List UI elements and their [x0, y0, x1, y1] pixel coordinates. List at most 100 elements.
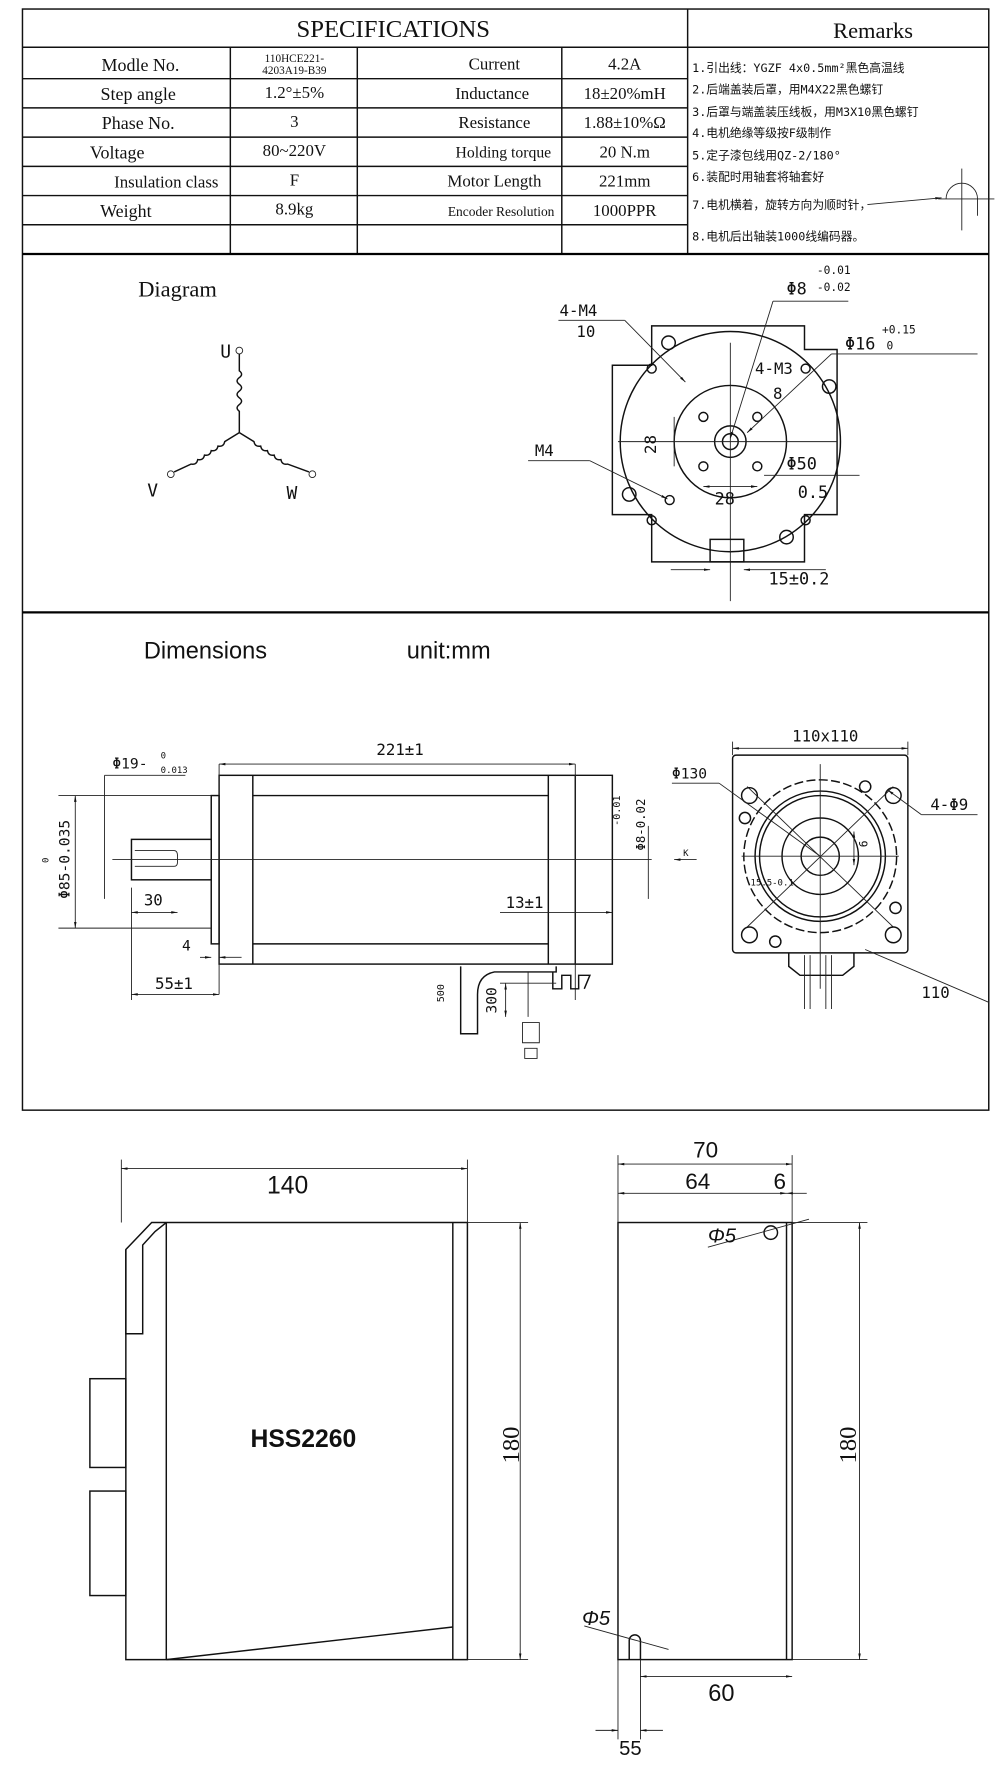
- dim-m4: M4: [535, 441, 554, 460]
- dim-driver-64: 64: [685, 1169, 710, 1194]
- spec-value: 1.88±10%Ω: [584, 113, 666, 132]
- dim-phi8-upper: -0.01: [817, 264, 851, 277]
- dim-phi85-upper: 0: [41, 858, 51, 863]
- phase-w-label: W: [287, 483, 298, 504]
- dim-lead: 110: [921, 983, 949, 1002]
- spec-value: 20 N.m: [599, 142, 650, 161]
- phase-v-label: V: [147, 481, 158, 502]
- dim-4-m4: 4-M4: [560, 301, 598, 320]
- spec-value: 8.9kg: [275, 200, 313, 219]
- dim-cable-500: 500: [436, 984, 447, 1002]
- spec-value: 221mm: [599, 172, 650, 191]
- dim-10: 10: [576, 322, 595, 341]
- spec-value: 110HCE221-: [265, 53, 325, 65]
- dim-8: 8: [773, 384, 782, 403]
- dim-0-5: 0.5: [798, 482, 828, 502]
- dim-phi130: Φ130: [672, 766, 707, 783]
- specifications-table: SPECIFICATIONS Modle No. 110HCE221- 4203…: [21, 8, 990, 1111]
- dim-phi16: Φ16: [845, 333, 875, 353]
- spec-label: Insulation class: [114, 173, 218, 192]
- dimensions-section: Dimensions unit:mm: [41, 637, 989, 1059]
- dim-phi19-lower: 0.013: [161, 766, 188, 776]
- diagram-title: Diagram: [138, 277, 217, 302]
- dim-28-vertical: 28: [641, 435, 660, 454]
- driver-side-view: [584, 1155, 868, 1740]
- dim-driver-55: 55: [619, 1738, 642, 1760]
- spec-label: Modle No.: [102, 55, 180, 75]
- dim-key-width: 15±0.2: [769, 568, 830, 588]
- remark-item: 6.装配时用轴套将轴套好: [692, 170, 824, 184]
- spec-label: Voltage: [90, 142, 145, 162]
- dim-driver-6: 6: [774, 1169, 787, 1194]
- spec-value: 3: [290, 112, 298, 131]
- dim-six: 6: [857, 840, 870, 847]
- spec-label: Current: [469, 55, 521, 74]
- remark-item: 3.后罩与端盖装压线板，用M3X10黑色螺钉: [692, 105, 919, 119]
- driver-front-view: [89, 1159, 529, 1661]
- dim-28-horizontal: 28: [715, 489, 735, 509]
- flange-front-view: [528, 300, 978, 602]
- spec-label: Motor Length: [447, 172, 542, 191]
- motor-front-view: [671, 741, 989, 1010]
- dim-key: 15.5-0.1: [751, 878, 794, 888]
- dim-phi50: Φ50: [787, 454, 817, 474]
- dim-square: 110x110: [792, 727, 858, 746]
- dim-rear-shaft-phi8-upper: -0.01: [612, 795, 623, 825]
- driver-model-label: HSS2260: [250, 1426, 356, 1453]
- dim-phi8-lower: -0.02: [817, 281, 851, 294]
- remark-item: 2.后端盖装后罩，用M4X22黑色螺钉: [692, 82, 883, 96]
- dim-driver-height: 180: [498, 1426, 525, 1463]
- dim-total-shaft: 55±1: [155, 974, 193, 993]
- spec-label: Step angle: [101, 84, 176, 104]
- spec-label: Weight: [100, 201, 151, 221]
- dim-phi19-upper: 0: [161, 751, 166, 761]
- driver-drawing: HSS2260 140 180 70 64 6 Φ5 1: [89, 1137, 868, 1760]
- view-k-label: K: [683, 849, 689, 859]
- dim-cable-300: 300: [484, 987, 501, 1013]
- remarks-title: Remarks: [833, 18, 913, 43]
- dim-rear: 13±1: [506, 893, 544, 912]
- remark-item: 8.电机后出轴装1000线编码器。: [692, 229, 864, 243]
- dim-length: 221±1: [376, 740, 423, 759]
- spec-value: 4203A19-B39: [262, 65, 327, 77]
- remark-item: 4.电机绝缘等级按F级制作: [692, 126, 831, 140]
- spec-label: Holding torque: [456, 144, 552, 161]
- remark-item: 5.定子漆包线用QZ-2/180°: [692, 149, 841, 163]
- dim-phi85: Φ85-0.035: [57, 820, 74, 899]
- spec-label: Inductance: [455, 84, 529, 103]
- wiring-diagram: Diagram U V W: [138, 264, 978, 602]
- motor-side-view: [58, 762, 697, 1059]
- remark-item: 1.引出线：YGZF 4x0.5mm²黑色高温线: [692, 61, 905, 75]
- spec-value: 80~220V: [263, 141, 326, 160]
- spec-value: F: [290, 170, 299, 189]
- dim-4-m3: 4-M3: [755, 359, 793, 378]
- remark-item: 7.电机横着，旋转方向为顺时针，: [692, 198, 871, 212]
- unit-label: unit:mm: [407, 637, 491, 663]
- spec-value: 4.2A: [608, 55, 642, 74]
- spec-value: 1000PPR: [593, 201, 657, 220]
- dim-driver-height-side: 180: [835, 1426, 862, 1463]
- dim-driver-60: 60: [708, 1680, 734, 1706]
- spec-label: Phase No.: [102, 113, 175, 133]
- dim-hole-top: Φ5: [708, 1226, 737, 1248]
- dimensions-title: Dimensions: [144, 637, 267, 663]
- spec-value: 18±20%mH: [584, 84, 666, 103]
- phase-u-label: U: [220, 341, 231, 362]
- dim-rear-shaft-phi8: Φ8-0.02: [634, 799, 648, 851]
- dim-driver-width: 140: [267, 1172, 308, 1199]
- dim-hole-bottom: Φ5: [582, 1608, 611, 1630]
- dim-phi16-upper: +0.15: [882, 324, 916, 337]
- spec-value: 1.2°±5%: [265, 83, 325, 102]
- dim-phi19: Φ19-: [112, 756, 147, 773]
- dim-flange: 4: [182, 938, 191, 955]
- rotation-direction-icon: [867, 168, 995, 231]
- dim-holes: 4-Φ9: [930, 795, 968, 814]
- dim-driver-depth: 70: [693, 1137, 718, 1162]
- spec-label: Encoder Resolution: [448, 204, 555, 219]
- remarks-panel: Remarks 1.引出线：YGZF 4x0.5mm²黑色高温线 2.后端盖装后…: [692, 18, 995, 243]
- specifications-title: SPECIFICATIONS: [296, 16, 490, 43]
- dim-shaft-length: 30: [144, 891, 163, 910]
- dim-phi8: Φ8: [787, 278, 807, 298]
- star-winding-icon: [166, 346, 317, 479]
